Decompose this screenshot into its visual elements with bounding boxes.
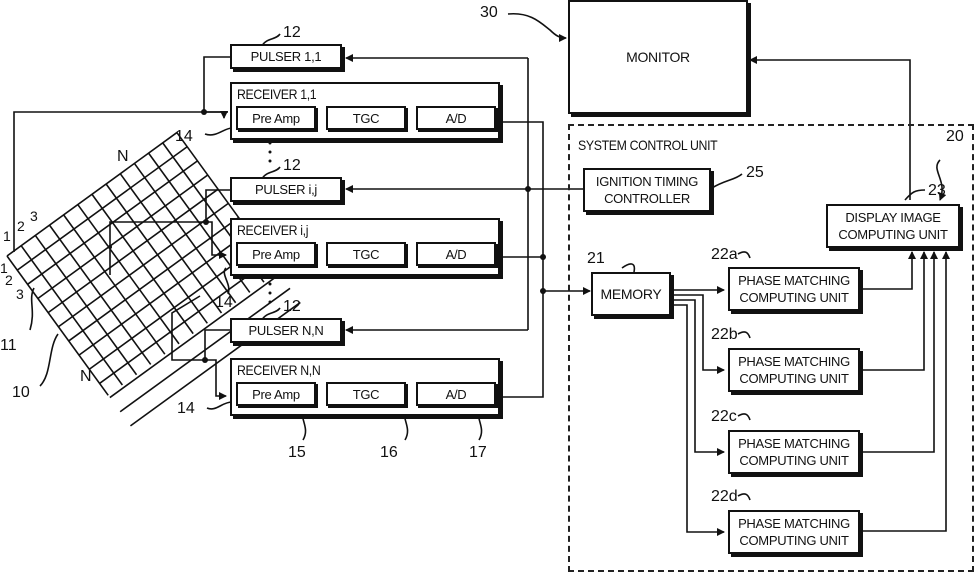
pulser-N-N[interactable]: PULSER N,N bbox=[230, 318, 342, 343]
phase-unit-d-ref: 22d bbox=[711, 488, 738, 506]
array-ref-label: 10 bbox=[12, 384, 30, 402]
receiver-N-N-ref: 14 bbox=[177, 400, 195, 418]
receiver-i-j-adc[interactable]: A/D bbox=[416, 242, 496, 266]
wire-element-1-1 bbox=[14, 112, 228, 252]
array-grid-line bbox=[7, 256, 108, 395]
receiver-N-N-preamp[interactable]: Pre Amp bbox=[236, 382, 316, 406]
receiver-i-j[interactable]: RECEIVER i,j Pre Amp TGC A/D bbox=[230, 218, 500, 276]
array-row-index-2: 2 bbox=[5, 272, 13, 288]
ignition-ref: 25 bbox=[746, 164, 764, 182]
system-control-unit-ref: 20 bbox=[946, 128, 964, 146]
receiver-i-j-ref: 14 bbox=[215, 294, 233, 312]
array-col-index-1: 1 bbox=[3, 228, 11, 244]
phase-matching-unit-c[interactable]: PHASE MATCHING COMPUTING UNIT bbox=[728, 430, 860, 474]
system-control-unit-label: SYSTEM CONTROL UNIT bbox=[578, 137, 717, 153]
pulser-1-1-ref: 12 bbox=[283, 24, 301, 42]
receiver-1-1-preamp[interactable]: Pre Amp bbox=[236, 106, 316, 130]
monitor-ref: 30 bbox=[480, 4, 498, 22]
receiver-N-N-adc[interactable]: A/D bbox=[416, 382, 496, 406]
array-col-index-3: 3 bbox=[30, 208, 38, 224]
receiver-i-j-tgc[interactable]: TGC bbox=[326, 242, 406, 266]
receiver-i-j-label: RECEIVER i,j bbox=[237, 222, 308, 238]
phase-matching-unit-b[interactable]: PHASE MATCHING COMPUTING UNIT bbox=[728, 348, 860, 392]
phase-unit-a-ref: 22a bbox=[711, 246, 738, 264]
receiver-i-j-preamp[interactable]: Pre Amp bbox=[236, 242, 316, 266]
monitor[interactable]: MONITOR bbox=[568, 0, 748, 114]
receiver-N-N-label: RECEIVER N,N bbox=[237, 362, 320, 378]
receiver-1-1-adc[interactable]: A/D bbox=[416, 106, 496, 130]
receiver-1-1-tgc[interactable]: TGC bbox=[326, 106, 406, 130]
array-grid-line bbox=[21, 246, 122, 385]
display-ref: 23 bbox=[928, 182, 946, 200]
array-corner-bottom-label: N bbox=[80, 368, 92, 386]
array-row-index-3: 3 bbox=[16, 286, 24, 302]
adc-ref: 17 bbox=[469, 444, 487, 462]
phase-unit-b-ref: 22b bbox=[711, 326, 738, 344]
phase-unit-c-ref: 22c bbox=[711, 408, 737, 426]
data-bus bbox=[495, 122, 543, 397]
pulser-i-j[interactable]: PULSER i,j bbox=[230, 177, 342, 202]
pulser-1-1[interactable]: PULSER 1,1 bbox=[230, 44, 342, 69]
receiver-1-1-ref: 14 bbox=[175, 128, 193, 146]
pulser-i-j-ref: 12 bbox=[283, 157, 301, 175]
array-col-index-2: 2 bbox=[17, 218, 25, 234]
memory-ref: 21 bbox=[587, 250, 605, 268]
preamp-ref: 15 bbox=[288, 444, 306, 462]
display-image-computing-unit[interactable]: DISPLAY IMAGE COMPUTING UNIT bbox=[826, 204, 960, 248]
ignition-timing-controller[interactable]: IGNITION TIMING CONTROLLER bbox=[583, 168, 711, 212]
array-grid-line bbox=[49, 225, 150, 364]
phase-matching-unit-a[interactable]: PHASE MATCHING COMPUTING UNIT bbox=[728, 267, 860, 311]
receiver-N-N[interactable]: RECEIVER N,N Pre Amp TGC A/D bbox=[230, 358, 500, 416]
phase-matching-unit-d[interactable]: PHASE MATCHING COMPUTING UNIT bbox=[728, 510, 860, 554]
receiver-1-1[interactable]: RECEIVER 1,1 Pre Amp TGC A/D bbox=[230, 82, 500, 140]
tgc-ref: 16 bbox=[380, 444, 398, 462]
receiver-N-N-tgc[interactable]: TGC bbox=[326, 382, 406, 406]
memory[interactable]: MEMORY bbox=[591, 272, 671, 316]
receiver-1-1-label: RECEIVER 1,1 bbox=[237, 86, 316, 102]
pulser-N-N-ref: 12 bbox=[283, 298, 301, 316]
element-ref-label: 11 bbox=[0, 337, 17, 355]
array-corner-top-label: N bbox=[117, 148, 129, 166]
